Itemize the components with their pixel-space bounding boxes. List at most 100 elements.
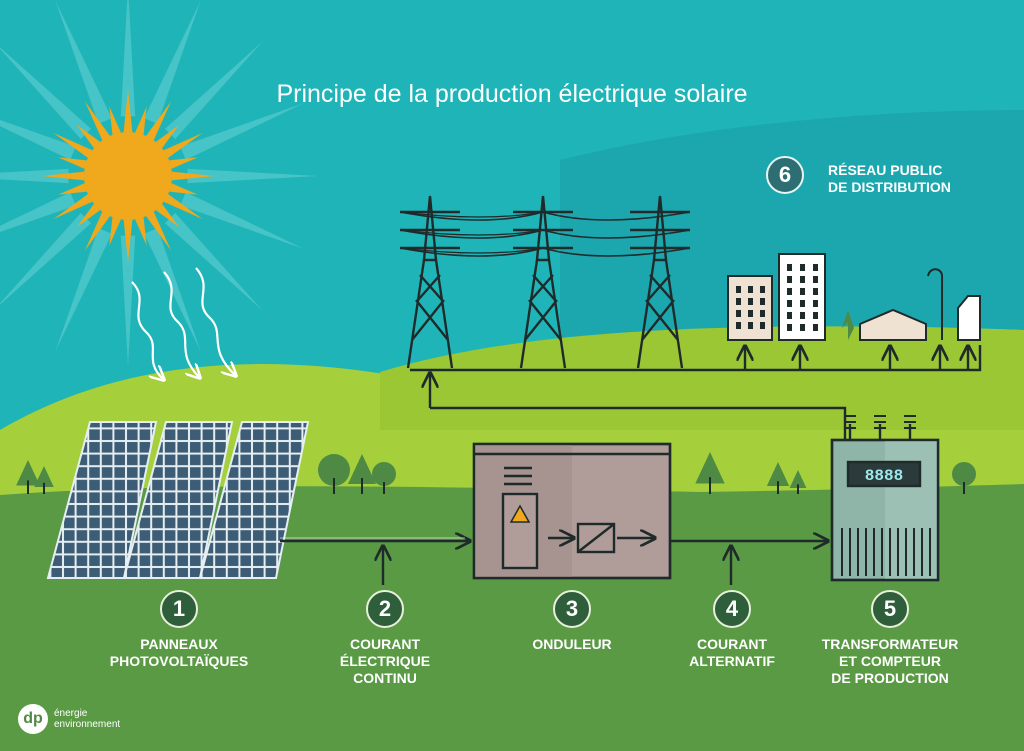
- step-4-number: 4: [713, 590, 751, 628]
- sun-rays-wavy: [131, 267, 236, 380]
- sun-ray: [187, 168, 318, 184]
- sun-spike: [163, 133, 203, 158]
- sun-ray: [144, 0, 201, 124]
- background-trees: [16, 452, 976, 494]
- step-2-label-line1: COURANT: [350, 636, 420, 652]
- sun-spike: [123, 90, 133, 133]
- distribution-line: [410, 345, 982, 440]
- sun-ray: [165, 41, 263, 139]
- step-5-label-line3: DE PRODUCTION: [831, 670, 949, 686]
- step-3-number: 3: [553, 590, 591, 628]
- brand-text: énergie environnement: [54, 708, 120, 730]
- step-1-label-line2: PHOTOVOLTAÏQUES: [109, 653, 249, 669]
- sun-spike: [77, 203, 101, 227]
- building-3: [957, 295, 981, 341]
- pylon: [400, 195, 460, 369]
- sun-disc: [84, 132, 172, 220]
- town-windows: [736, 264, 818, 331]
- tree-icon: [789, 470, 807, 494]
- step-1-label: PANNEAUX PHOTOVOLTAÏQUES: [94, 636, 264, 670]
- sun-spike: [169, 157, 198, 169]
- sun-ray: [180, 192, 304, 249]
- sun-icon: [42, 90, 214, 262]
- transformer-insulators: [844, 415, 916, 429]
- ac-current-line: [670, 541, 828, 585]
- step-4-label-line1: COURANT: [697, 636, 767, 652]
- sun-ray: [120, 0, 136, 117]
- step-2-label-line2: ÉLECTRIQUE: [339, 653, 431, 669]
- step-5-label-line2: ET COMPTEUR: [839, 653, 941, 669]
- step-3-label: ONDULEUR: [487, 636, 657, 653]
- step-2-label: COURANT ÉLECTRIQUE CONTINU: [300, 636, 470, 687]
- step-3-label-line1: ONDULEUR: [532, 636, 612, 652]
- sun-ray: [180, 103, 304, 160]
- tree-icon: [695, 452, 725, 494]
- step-6-label-line2: DE DISTRIBUTION: [828, 179, 951, 195]
- hill-far-shade: [380, 326, 1024, 430]
- sun-ray: [165, 213, 263, 311]
- step-2-number: 2: [366, 590, 404, 628]
- power-cable: [399, 229, 544, 236]
- sun-spike: [53, 133, 93, 158]
- sun-spike: [58, 157, 87, 169]
- tree-icon: [952, 462, 976, 494]
- step-4-label-line2: ALTERNATIF: [689, 653, 775, 669]
- step-1-number: 1: [160, 590, 198, 628]
- sun-ray: [120, 235, 136, 366]
- step-6-label-line1: RÉSEAU PUBLIC: [828, 162, 943, 178]
- sun-spike: [85, 101, 110, 141]
- step-6-label: RÉSEAU PUBLIC DE DISTRIBUTION: [828, 162, 998, 196]
- sun-spike: [109, 106, 121, 135]
- step-1-label-line1: PANNEAUX: [140, 636, 218, 652]
- sun-spike: [123, 219, 133, 262]
- power-cable: [399, 247, 544, 254]
- sun-ray: [0, 119, 76, 160]
- town-tree: [842, 310, 854, 340]
- street-lamp: [927, 268, 943, 340]
- sun-ray: [55, 228, 112, 352]
- brand-line1: énergie: [54, 708, 88, 719]
- step-5-label-line1: TRANSFORMATEUR: [821, 636, 959, 652]
- tree-icon: [318, 454, 350, 494]
- sun-spike: [58, 183, 87, 195]
- sun-spike: [163, 194, 203, 219]
- sun-spike: [85, 211, 110, 251]
- tree-icon: [766, 462, 790, 494]
- sun-ray: [0, 168, 69, 184]
- sun-spike: [53, 194, 93, 219]
- page-title: Principe de la production électrique sol…: [276, 80, 748, 108]
- step-2-label-line3: CONTINU: [353, 670, 417, 686]
- sun-ray: [55, 0, 112, 124]
- sun-spike: [146, 211, 171, 251]
- sun-spike: [169, 183, 198, 195]
- tree-icon: [372, 462, 396, 494]
- tree-icon: [16, 460, 40, 494]
- sun-spike: [146, 101, 171, 141]
- pylons: [399, 195, 691, 369]
- sun-spike: [171, 171, 214, 181]
- sun-ray: [0, 213, 91, 305]
- solar-panels: [46, 421, 310, 579]
- sun-spike: [155, 203, 179, 227]
- step-5-number: 5: [871, 590, 909, 628]
- house: [859, 308, 927, 341]
- sun-ray: [0, 47, 91, 139]
- tree-icon: [348, 454, 376, 494]
- inverter: [472, 442, 672, 580]
- step-5-label: TRANSFORMATEUR ET COMPTEUR DE PRODUCTION: [805, 636, 975, 687]
- meter-display: 8888: [865, 467, 903, 485]
- transformer-fins: [841, 528, 931, 576]
- solar-panel: [198, 421, 310, 579]
- sun-spike: [42, 171, 85, 181]
- building-1: [727, 275, 773, 341]
- tree-icon: [34, 466, 54, 494]
- sky-shade: [560, 110, 1024, 340]
- brand: dp énergie environnement: [18, 704, 120, 734]
- power-cable: [399, 211, 544, 218]
- sun-spike: [77, 125, 101, 149]
- sun-spike: [109, 217, 121, 246]
- sun-spike: [135, 217, 147, 246]
- dc-current-line: [280, 541, 470, 585]
